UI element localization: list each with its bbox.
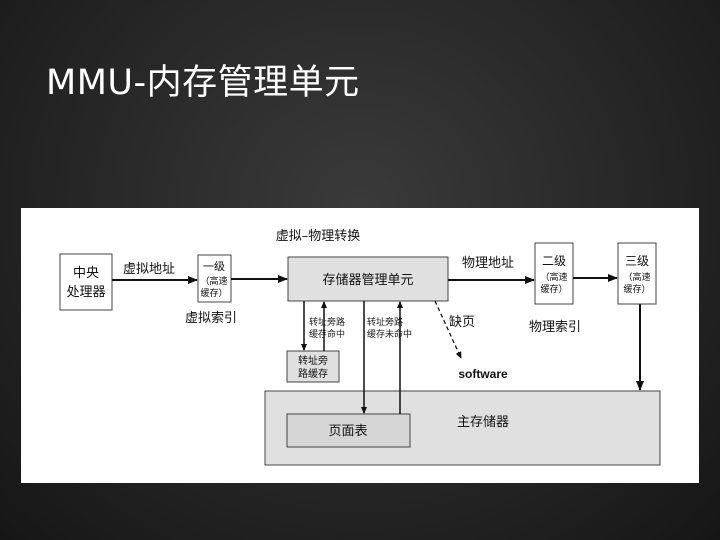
page-table-label: 页面表 [328, 424, 367, 439]
l3-label-line1: 三级 [625, 254, 649, 268]
physical-index-label: 物理索引 [529, 320, 581, 335]
mmu-diagram: 中央 处理器 一级 （高速 缓存） 存储器管理单元 二级 （高速 缓存） 三级 … [59, 229, 661, 466]
vp-translation-label: 虚拟–物理转换 [276, 229, 361, 244]
page-table-box [286, 413, 411, 448]
virtual-address-label: 虚拟地址 [123, 262, 175, 277]
l1-label-line1: 一级 [203, 260, 225, 273]
tlb-hit-label-line2: 缓存命中 [309, 328, 345, 340]
mmu-label: 存储器管理单元 [322, 273, 413, 288]
l1-label-line2: （高速 [200, 275, 227, 287]
mmu-diagram-panel: 中央 处理器 一级 （高速 缓存） 存储器管理单元 二级 （高速 缓存） 三级 … [21, 208, 699, 483]
l3-cache-box [617, 242, 657, 305]
tlb-box [286, 350, 340, 383]
l1-cache-box [197, 254, 232, 303]
l2-label-line1: 二级 [542, 254, 566, 268]
main-memory-label: 主存储器 [457, 415, 509, 430]
page-fault-dashed-arrow [434, 300, 462, 359]
l3-label-line3: 缓存） [623, 283, 650, 295]
software-label: software [458, 367, 508, 381]
l3-label-line2: （高速 [623, 271, 650, 283]
l2-label-line2: （高速 [540, 271, 567, 283]
tlb-miss-label-line2: 缓存未命中 [367, 328, 412, 340]
tlb-hit-label-line1: 转址旁路 [309, 316, 345, 328]
l1-label-line3: 缓存） [200, 287, 227, 299]
l2-label-line3: 缓存） [540, 283, 567, 295]
tlb-label-line1: 转址旁 [298, 354, 328, 367]
page-fault-label: 缺页 [449, 315, 475, 330]
mmu-box [287, 256, 449, 302]
slide-title: MMU-内存管理单元 [46, 63, 360, 103]
physical-address-label: 物理地址 [462, 256, 514, 271]
virtual-index-label: 虚拟索引 [185, 311, 237, 326]
cpu-box [59, 253, 113, 311]
tlb-label-line2: 路缓存 [298, 367, 328, 380]
cpu-label-line2: 处理器 [66, 285, 105, 300]
l2-cache-box [534, 242, 574, 305]
cpu-label-line1: 中央 [73, 266, 99, 281]
tlb-miss-label-line1: 转址旁路 [367, 316, 403, 328]
